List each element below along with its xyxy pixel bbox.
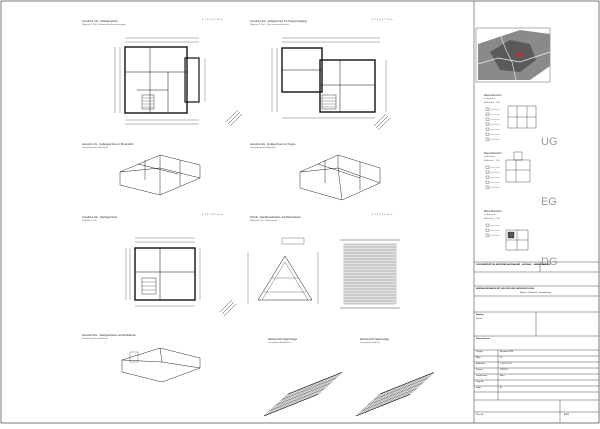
tb-project-name: EINFAMILIENHAUS MIT KELLER UND DACHGESCH… bbox=[476, 288, 535, 290]
roof-rafter-perspective-1 bbox=[263, 372, 343, 417]
roof-iso-1-subtitle: Perspektive Nord-West bbox=[268, 342, 291, 344]
dg-iso-subtitle: Darstellung ohne Maßstab bbox=[82, 338, 108, 340]
dg-legend-title: Raumübersicht bbox=[484, 210, 502, 213]
eg-legend-subtitle: im Bestand bbox=[484, 156, 495, 158]
ug-legend-subtitle: im Bestand bbox=[484, 98, 495, 100]
dg-iso-title: Isometrie DG · Dachgeschoss mit Dachfläc… bbox=[82, 334, 136, 337]
tb-footer-value: B-01 bbox=[564, 414, 569, 416]
eg-plan-subtitle: Maßstab 1:100 · Plan aus dem Bestand bbox=[250, 24, 289, 26]
eg-iso-subtitle: Darstellung ohne Maßstab bbox=[250, 147, 276, 149]
rafter-plan-grid bbox=[340, 239, 400, 309]
section-title: Schnitt · Dachkonstruktion und Dachsparr… bbox=[250, 216, 301, 219]
tb-row-key: Maßstab bbox=[476, 363, 485, 365]
site-map bbox=[475, 27, 551, 83]
ug-iso-title: Isometrie UG · Kellergeschoss in 3D-Ansi… bbox=[82, 143, 134, 146]
scale-bar-3: 0 1 2 3 4 5 10 m bbox=[202, 214, 223, 216]
ug-legend-title: Raumübersicht bbox=[484, 94, 502, 97]
roof-iso-1-title: Dachansicht Sparrenlage bbox=[268, 338, 298, 341]
dg-plan-subtitle: Maßstab 1:100 bbox=[82, 220, 97, 222]
eg-plan-title: Grundriss EG · Erdgeschoss mit Treppenau… bbox=[250, 20, 307, 23]
eg-legend-label: EG bbox=[541, 196, 557, 208]
ug-legend-scale: Maßstab 1 : 200 bbox=[484, 102, 500, 104]
ug-iso-subtitle: Darstellung ohne Maßstab bbox=[82, 147, 108, 149]
eg-legend-title: Raumübersicht bbox=[484, 152, 502, 155]
tb-planner-label: Planverfasser bbox=[476, 338, 491, 340]
legend-markers bbox=[485, 107, 500, 237]
roof-section bbox=[247, 237, 319, 304]
tb-row-value: A bbox=[500, 387, 502, 389]
tb-footer-label: Plan-Nr. bbox=[476, 414, 484, 416]
roof-iso-2-title: Dachansicht Sparrenlage bbox=[360, 338, 390, 341]
dg-floor-plan bbox=[125, 237, 201, 307]
dg-legend-subtitle: im Bestand bbox=[484, 214, 495, 216]
roof-iso-2-subtitle: Perspektive Süd-Ost bbox=[360, 342, 381, 344]
tb-row-key: Blatt bbox=[476, 357, 481, 359]
tb-row-key: Datum bbox=[476, 369, 483, 371]
scale-bar-1: 0 1 2 3 4 5 10 m bbox=[202, 19, 223, 21]
roof-rafter-perspective-2 bbox=[355, 372, 435, 417]
tb-row-value: Büro bbox=[500, 375, 505, 377]
tb-row-key: Geprüft bbox=[476, 381, 484, 383]
eg-legend-plan bbox=[505, 151, 531, 183]
eg-floor-plan bbox=[271, 37, 387, 119]
dg-legend-label: DG bbox=[541, 256, 558, 268]
ug-floor-plan bbox=[114, 37, 206, 125]
tb-row-value: 01 bbox=[500, 357, 503, 359]
scale-bar-4: 0 1 2 3 4 5 10 m bbox=[372, 214, 393, 216]
tb-client-label: Bauherr bbox=[476, 314, 485, 316]
dg-plan-title: Grundriss DG · Dachgeschoss bbox=[82, 216, 118, 219]
dg-isometric-view bbox=[121, 347, 201, 383]
eg-iso-title: Isometrie EG · Erdgeschoss mit Treppe bbox=[250, 143, 296, 146]
tb-client-value: Privat bbox=[476, 318, 482, 320]
tb-row-key: Gezeichnet bbox=[476, 375, 488, 377]
section-subtitle: Maßstab 1:50 · Sparrenplan bbox=[250, 220, 278, 222]
tb-row-value: 1:100 / 1:50 bbox=[500, 363, 512, 365]
north-arrow-1 bbox=[225, 109, 243, 127]
ug-legend-label: UG bbox=[541, 136, 558, 148]
ug-legend-plan bbox=[507, 105, 537, 129]
title-block-frame bbox=[474, 261, 599, 423]
ug-isometric-view bbox=[119, 154, 201, 196]
dg-legend-plan bbox=[505, 229, 529, 251]
dg-legend-scale: Maßstab 1 : 200 bbox=[484, 218, 500, 220]
tb-project-header: DOKUMENTATION BESTANDSAUFNAHME · AUFMAß … bbox=[476, 264, 551, 266]
eg-isometric-view bbox=[299, 154, 381, 201]
tb-row-key: Index bbox=[476, 387, 482, 389]
tb-row-key: Projekt bbox=[476, 351, 483, 353]
tb-address: Bauort · Flurstück · Gemarkung bbox=[520, 292, 551, 294]
tb-row-value: Bestand 2021 bbox=[500, 351, 514, 353]
ug-plan-subtitle: Maßstab 1:100 · Bestand mit Bezeichnunge… bbox=[82, 24, 126, 26]
scale-bar-2: 0 1 2 3 4 5 10 m bbox=[372, 19, 393, 21]
ug-plan-title: Grundriss UG · Kellergeschoss bbox=[82, 20, 118, 23]
north-arrow-3 bbox=[219, 299, 237, 317]
eg-legend-scale: Maßstab 1 : 200 bbox=[484, 160, 500, 162]
tb-row-value: 03/2021 bbox=[500, 369, 508, 371]
north-arrow-2 bbox=[373, 113, 391, 131]
